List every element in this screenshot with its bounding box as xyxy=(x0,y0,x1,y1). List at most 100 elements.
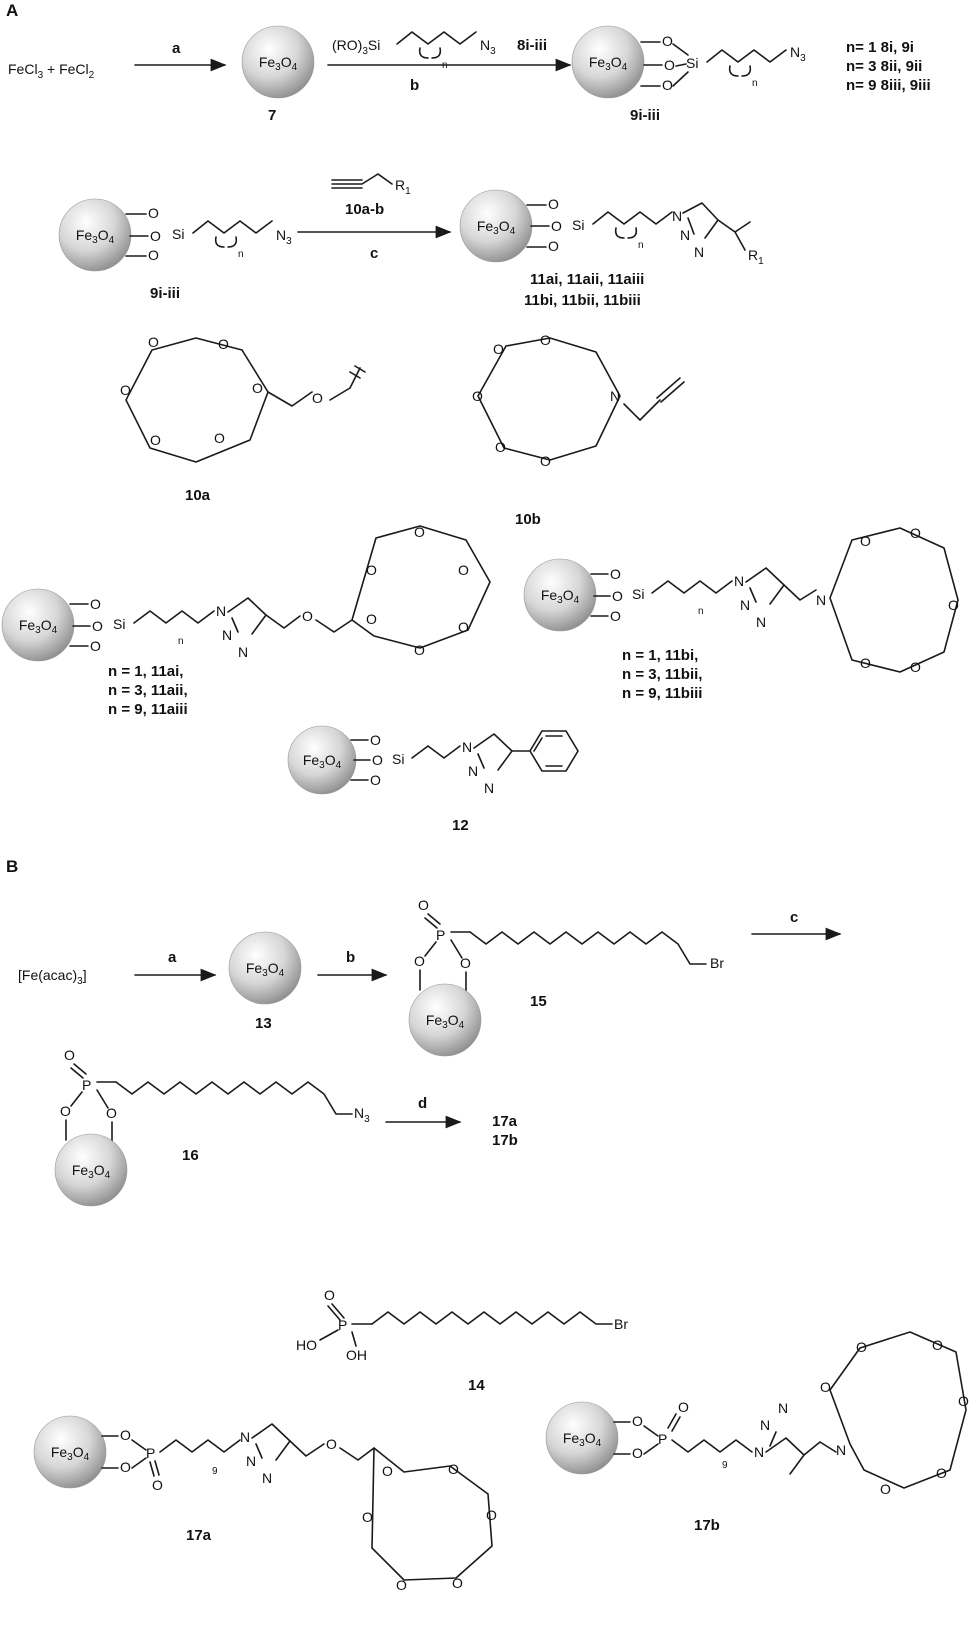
product-17a-text: 17a xyxy=(492,1113,518,1130)
p-bonds-16 xyxy=(70,1081,117,1109)
step-b-c-label: c xyxy=(790,909,798,926)
step-b-label: b xyxy=(410,77,419,94)
o-left-15: O xyxy=(414,953,425,969)
si-9: Si xyxy=(686,55,698,71)
label-11a-2: n = 3, 11aii, xyxy=(108,682,188,699)
n2-11b: N xyxy=(740,597,750,613)
n2-17a: N xyxy=(246,1453,256,1469)
compound-7-label: 7 xyxy=(268,107,276,124)
bracket-9b xyxy=(214,236,238,248)
o-link-11a: O xyxy=(302,608,313,624)
substituent-11 xyxy=(717,219,751,251)
row-b2: O P O O Fe3O4 N3 16 d 17a 17b O P HO OH … xyxy=(33,1047,969,1593)
n-11a: n xyxy=(178,636,184,647)
n3-12: N xyxy=(484,780,494,796)
o3-11: O xyxy=(548,238,559,254)
p-o-double-16 xyxy=(70,1063,87,1079)
triazole-n3-11: N xyxy=(694,244,704,260)
product-17b-text: 17b xyxy=(492,1132,518,1149)
br-14: Br xyxy=(614,1316,628,1332)
chain-11 xyxy=(592,211,673,225)
o2-11a: O xyxy=(92,618,103,634)
o-10b-2: O xyxy=(493,341,504,357)
o-10b-3: O xyxy=(540,332,551,348)
crown-10b: O O O N O O 10b xyxy=(472,332,685,528)
o1-17b: O xyxy=(632,1413,643,1429)
n3-11a: N xyxy=(238,644,248,660)
reagent-8-chain xyxy=(396,31,477,45)
surface-12 xyxy=(350,739,371,781)
reagent-10-label: 10a-b xyxy=(345,201,384,218)
ring-17a xyxy=(371,1447,493,1581)
p-o-double-15 xyxy=(424,913,441,929)
o-14: O xyxy=(324,1287,335,1303)
chain-17b xyxy=(671,1439,753,1453)
o3-11a: O xyxy=(90,638,101,654)
nine-17b: 9 xyxy=(722,1460,728,1471)
o3-11b: O xyxy=(610,608,621,624)
label-11a-3: n = 9, 11aiii xyxy=(108,701,188,718)
bracket-11 xyxy=(614,227,638,239)
fe3o4-13-text: Fe3O4 xyxy=(246,960,285,979)
fe3o4-16-text: Fe3O4 xyxy=(72,1162,111,1181)
ring-10b xyxy=(477,337,621,461)
row-b1: [Fe(acac)3] a Fe3O4 13 b O P O O Fe3O4 B… xyxy=(18,897,842,1057)
phenyl-double-12 xyxy=(533,735,563,767)
chain-9b xyxy=(192,220,273,234)
n1-12: N xyxy=(462,739,472,755)
n-11: n xyxy=(638,240,644,251)
crown-10a: O O O O O O O 10a xyxy=(120,334,366,504)
fe3o4-particle-9-start: Fe3O4 xyxy=(58,198,132,272)
fe3o4-17a-text: Fe3O4 xyxy=(51,1444,90,1463)
panel-a-label: A xyxy=(6,1,18,20)
o-17a-b: O xyxy=(448,1461,459,1477)
o-10a-6: O xyxy=(150,432,161,448)
azide-16: N3 xyxy=(354,1105,370,1125)
step-b-b-label: b xyxy=(346,949,355,966)
p-bonds-17a xyxy=(131,1439,160,1477)
reagent-8-label: 8i-iii xyxy=(517,37,547,54)
o-11a-e: O xyxy=(414,642,425,658)
o-17b-b: O xyxy=(856,1339,867,1355)
o2-9b: O xyxy=(150,228,161,244)
legend-line-2: n= 3 8ii, 9ii xyxy=(846,58,922,75)
fe3o4-15 xyxy=(408,983,482,1057)
reagent-8-formula: (RO)3Si xyxy=(332,37,380,57)
o-double-16: O xyxy=(64,1047,75,1063)
triazole-n2-11: N xyxy=(680,227,690,243)
si-11b: Si xyxy=(632,586,644,602)
o-10a-5: O xyxy=(214,430,225,446)
step-a-label: a xyxy=(172,40,181,57)
fe3o4-16 xyxy=(54,1133,128,1207)
ring-11a xyxy=(351,525,491,649)
label-11b-3: n = 9, 11biii xyxy=(622,685,702,702)
surface-17b xyxy=(613,1421,631,1455)
svg-text:Fe3O4: Fe3O4 xyxy=(259,54,298,73)
o-right-15: O xyxy=(460,955,471,971)
label-12: 12 xyxy=(452,817,469,834)
ho-14: HO xyxy=(296,1337,317,1353)
reagent-8-azide: N3 xyxy=(480,37,496,57)
n3-17a: N xyxy=(262,1470,272,1486)
o-17b-d: O xyxy=(958,1393,969,1409)
o-17a-c: O xyxy=(486,1507,497,1523)
n2-12: N xyxy=(468,763,478,779)
link2-11a xyxy=(315,619,353,633)
label-17b: 17b xyxy=(694,1517,720,1534)
si-o-bonds-9 xyxy=(672,43,689,87)
o-11a-d: O xyxy=(458,619,469,635)
n3-11b: N xyxy=(756,614,766,630)
surface-bonds-11 xyxy=(526,204,550,248)
n2-17b: N xyxy=(760,1417,770,1433)
o3-12: O xyxy=(370,772,381,788)
nine-17a: 9 xyxy=(212,1466,218,1477)
n1-11a: N xyxy=(216,603,226,619)
o-10a-ether: O xyxy=(312,390,323,406)
triazole-17b xyxy=(765,1431,805,1475)
o-10b-5: O xyxy=(495,439,506,455)
label-11b-2: n = 3, 11bii, xyxy=(622,666,702,683)
panel-b-label: B xyxy=(6,857,18,876)
label-17a: 17a xyxy=(186,1527,212,1544)
n-crown-11b: N xyxy=(816,592,826,608)
